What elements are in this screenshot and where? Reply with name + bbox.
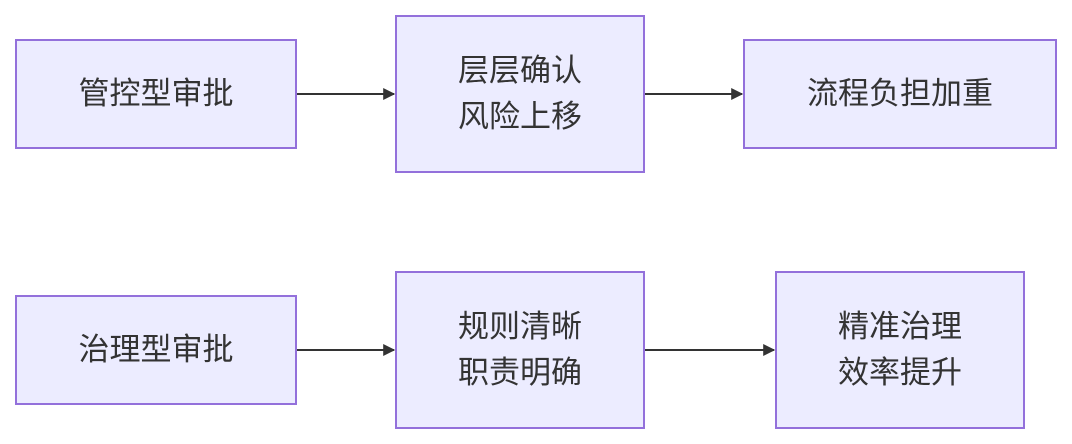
node-label: 治理型审批 xyxy=(78,332,234,368)
node-label-line1: 层层确认 xyxy=(458,53,582,89)
node-label-line1: 精准治理 xyxy=(838,309,962,345)
node-layered-confirmation: 层层确认 风险上移 xyxy=(395,15,645,173)
node-label-line2: 风险上移 xyxy=(458,99,582,135)
node-precise-governance: 精准治理 效率提升 xyxy=(775,271,1025,429)
node-process-burden: 流程负担加重 xyxy=(743,39,1057,149)
node-label-line1: 规则清晰 xyxy=(458,309,582,345)
node-label-line2: 效率提升 xyxy=(838,355,962,391)
node-clear-rules: 规则清晰 职责明确 xyxy=(395,271,645,429)
node-control-approval: 管控型审批 xyxy=(15,39,297,149)
node-label: 管控型审批 xyxy=(78,76,234,112)
node-label: 流程负担加重 xyxy=(807,76,993,112)
node-label-line2: 职责明确 xyxy=(458,355,582,391)
node-governance-approval: 治理型审批 xyxy=(15,295,297,405)
